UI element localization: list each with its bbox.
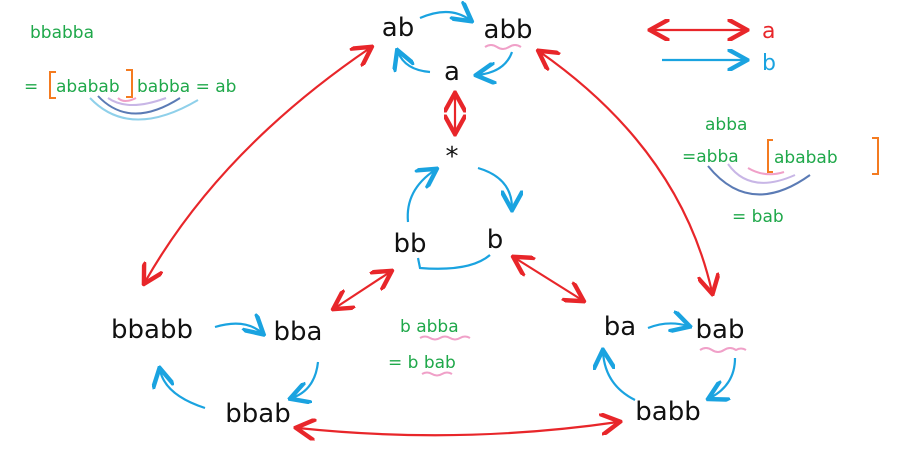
svg-text:=: = — [24, 77, 38, 97]
legend-b-label: b — [762, 51, 776, 76]
right-annotation: abba =abba ababab = bab — [682, 115, 879, 227]
left-annotation: bbabba = ababab babba = ab — [24, 23, 236, 121]
node-ab: ab — [382, 13, 414, 43]
svg-text:abba: abba — [705, 115, 747, 135]
node-ba: ba — [604, 312, 636, 342]
nodes: ab abb a * bb b bbabb bba bbab ba bab ba… — [111, 13, 747, 429]
svg-text:=abba: =abba — [682, 147, 739, 167]
blue-edges — [160, 12, 737, 410]
node-identity: * — [446, 142, 459, 172]
node-abb: abb — [484, 15, 533, 45]
svg-text:ababab: ababab — [56, 77, 120, 97]
middle-annotation: b abba = b bab — [388, 317, 471, 377]
svg-text:bbabba: bbabba — [30, 23, 94, 43]
node-bb: bb — [393, 229, 426, 259]
node-bbab: bbab — [225, 399, 290, 429]
node-b: b — [487, 225, 504, 255]
node-babb: babb — [635, 397, 700, 427]
svg-text:b abba: b abba — [400, 317, 459, 337]
svg-text:= bab: = bab — [732, 207, 784, 227]
legend-a-label: a — [762, 19, 775, 44]
svg-text:babba = ab: babba = ab — [137, 77, 236, 97]
svg-text:= b bab: = b bab — [388, 353, 456, 373]
legend: a b — [652, 19, 776, 76]
node-bba: bba — [274, 317, 323, 347]
node-bab: bab — [696, 315, 745, 345]
svg-text:ababab: ababab — [774, 148, 838, 168]
node-bbabb: bbabb — [111, 315, 193, 345]
red-edges — [145, 48, 712, 435]
node-a: a — [444, 57, 460, 87]
